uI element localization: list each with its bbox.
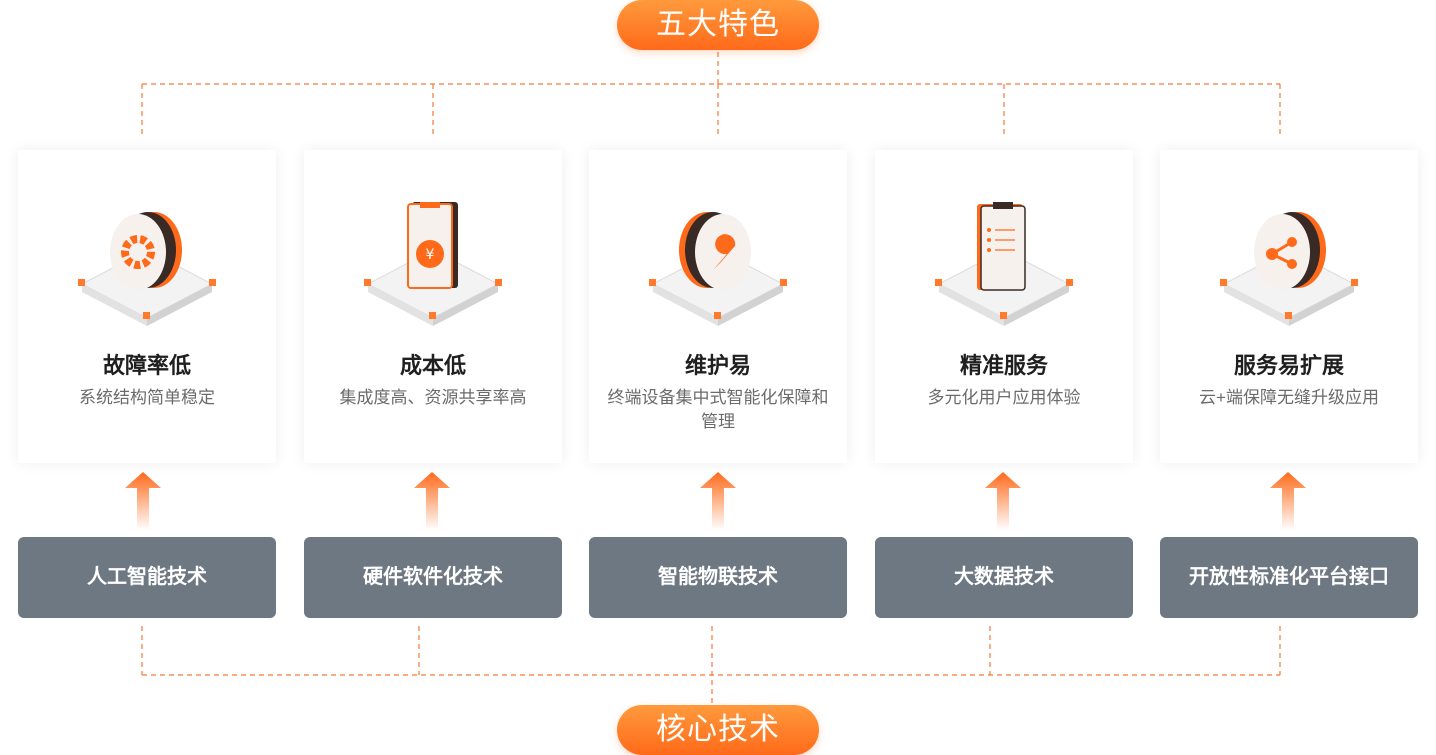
svg-text:¥: ¥	[426, 247, 435, 263]
feature-desc: 多元化用户应用体验	[927, 388, 1081, 407]
feature-title: 维护易	[684, 353, 751, 378]
feature-desc: 终端设备集中式智能化保障和管理	[607, 388, 829, 431]
wrench-icon	[649, 212, 787, 326]
tech-box-ai: 人工智能技术	[18, 537, 276, 618]
tech-box-iot: 智能物联技术	[589, 537, 847, 618]
feature-desc: 系统结构简单稳定	[79, 388, 215, 407]
up-arrow-icon	[1270, 472, 1306, 530]
feature-card-low-cost: ¥ 成本低 集成度高、资源共享率高	[304, 150, 562, 463]
tech-box-big-data: 大数据技术	[875, 537, 1133, 618]
feature-title: 精准服务	[959, 353, 1048, 378]
up-arrow-icon	[414, 472, 450, 530]
feature-title: 服务易扩展	[1233, 353, 1344, 378]
tech-box-hardware-software: 硬件软件化技术	[304, 537, 562, 618]
feature-card-low-failure: 故障率低 系统结构简单稳定	[18, 150, 276, 463]
feature-desc: 集成度高、资源共享率高	[339, 388, 527, 407]
clipboard-icon	[935, 202, 1073, 326]
up-arrow-icon	[700, 472, 736, 530]
core-tech-footer-pill: 核心技术	[617, 705, 819, 755]
feature-card-precise-service: 精准服务 多元化用户应用体验	[875, 150, 1133, 463]
gear-icon	[78, 212, 216, 326]
feature-card-easy-expansion: 服务易扩展 云+端保障无缝升级应用	[1160, 150, 1418, 463]
features-header-pill: 五大特色	[617, 0, 819, 50]
up-arrow-icon	[985, 472, 1021, 530]
feature-desc: 云+端保障无缝升级应用	[1199, 388, 1379, 407]
feature-title: 成本低	[399, 353, 466, 378]
feature-card-easy-maintenance: 维护易 终端设备集中式智能化保障和管理	[589, 150, 847, 463]
share-icon	[1220, 212, 1358, 326]
tech-box-open-platform: 开放性标准化平台接口	[1160, 537, 1418, 618]
up-arrow-icon	[125, 472, 161, 530]
money-bag-icon: ¥	[364, 202, 502, 326]
feature-title: 故障率低	[102, 353, 191, 378]
